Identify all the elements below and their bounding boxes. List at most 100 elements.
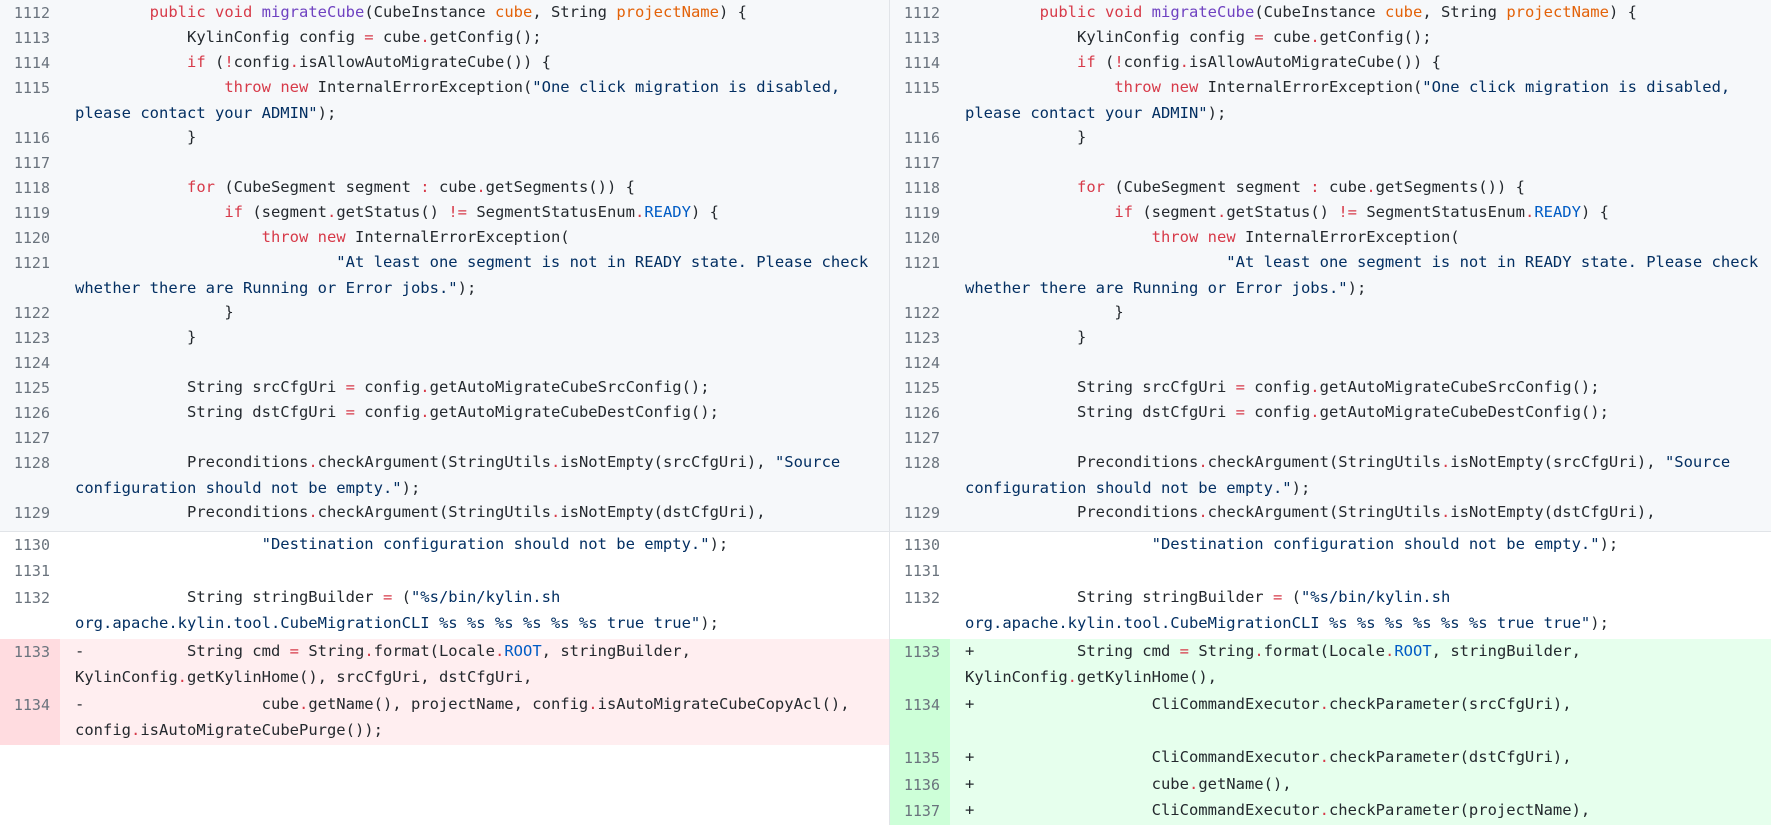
code-content: throw new InternalErrorException( (75, 225, 883, 251)
code-token: for (186, 178, 215, 196)
diff-line: 1118 for (CubeSegment segment : cube.get… (890, 175, 1771, 200)
code-token: . (1254, 642, 1264, 660)
code-token: if (186, 53, 206, 71)
code-content: Preconditions.checkArgument(StringUtils.… (965, 450, 1765, 501)
line-number[interactable]: 1114 (13, 54, 50, 72)
line-number[interactable]: 1126 (903, 404, 940, 422)
line-number[interactable]: 1115 (903, 79, 940, 97)
code-token: , stringBuilder, KylinConfig (75, 642, 701, 686)
diff-line: 1131 (890, 558, 1771, 585)
code-token: getAutoMigrateCubeDestConfig(); (429, 403, 719, 421)
code-token: for (1076, 178, 1105, 196)
diff-pane-modified: 1112 public void migrateCube(CubeInstanc… (890, 0, 1771, 825)
code-token: . (364, 642, 374, 660)
code-token: = (1235, 378, 1245, 396)
line-number[interactable]: 1121 (13, 254, 50, 272)
diff-line: 1134- cube.getName(), projectName, confi… (0, 692, 889, 745)
line-number[interactable]: 1114 (903, 54, 940, 72)
line-number[interactable]: 1117 (903, 154, 940, 172)
code-content: String dstCfgUri = config.getAutoMigrate… (965, 400, 1765, 426)
code-token: getAutoMigrateCubeDestConfig(); (1319, 403, 1609, 421)
line-number[interactable]: 1133 (0, 639, 60, 692)
line-number[interactable]: 1135 (890, 745, 950, 772)
code-token: if (1076, 53, 1096, 71)
code-token: KylinConfig config (965, 28, 1255, 46)
diff-line: 1127 (890, 425, 1771, 450)
code-token: ); (709, 535, 729, 553)
line-number[interactable]: 1124 (13, 354, 50, 372)
diff-line: 1119 if (segment.getStatus() != SegmentS… (0, 200, 889, 225)
line-number[interactable]: 1125 (13, 379, 50, 397)
line-number[interactable]: 1118 (13, 179, 50, 197)
line-number[interactable]: 1122 (903, 304, 940, 322)
code-content: String stringBuilder = ("%s/bin/kylin.sh… (75, 585, 883, 636)
line-number[interactable]: 1120 (903, 229, 940, 247)
line-number[interactable]: 1127 (13, 429, 50, 447)
line-number[interactable]: 1128 (13, 454, 50, 472)
code-token: new (1207, 228, 1236, 246)
line-number[interactable]: 1124 (903, 354, 940, 372)
line-number[interactable]: 1130 (13, 536, 50, 554)
line-number[interactable]: 1134 (890, 692, 950, 745)
code-token: String dstCfgUri (75, 403, 346, 421)
code-token: ); (1590, 613, 1609, 632)
line-number[interactable]: 1137 (890, 798, 950, 825)
line-number[interactable]: 1128 (903, 454, 940, 472)
code-token: = (1179, 642, 1189, 660)
code-token: . (1310, 378, 1320, 396)
line-number[interactable]: 1134 (0, 692, 60, 745)
line-number[interactable]: 1133 (890, 639, 950, 692)
code-token (1198, 228, 1207, 246)
code-token: = (345, 378, 355, 396)
line-number[interactable]: 1113 (903, 29, 940, 47)
code-token: config (354, 378, 421, 396)
line-number[interactable]: 1126 (13, 404, 50, 422)
line-number[interactable]: 1131 (13, 562, 50, 580)
line-number[interactable]: 1129 (13, 504, 50, 522)
line-number[interactable]: 1132 (13, 589, 50, 607)
diff-line: 1123 } (890, 325, 1771, 350)
code-token: public (149, 3, 206, 21)
line-number[interactable]: 1120 (13, 229, 50, 247)
line-number[interactable]: 1117 (13, 154, 50, 172)
line-number[interactable]: 1112 (903, 4, 940, 22)
code-token: . (550, 453, 561, 471)
line-number[interactable]: 1112 (13, 4, 50, 22)
code-token: checkParameter(srcCfgUri), (1328, 695, 1572, 713)
code-token: . (550, 503, 561, 521)
line-number[interactable]: 1116 (13, 129, 50, 147)
line-number[interactable]: 1130 (903, 536, 940, 554)
line-number[interactable]: 1121 (903, 254, 940, 272)
line-number[interactable]: 1131 (903, 562, 940, 580)
line-number[interactable]: 1116 (903, 129, 940, 147)
code-token: getName(), projectName, config (308, 695, 589, 713)
line-number[interactable]: 1119 (13, 204, 50, 222)
code-token (965, 228, 1152, 246)
line-number[interactable]: 1122 (13, 304, 50, 322)
code-content: if (segment.getStatus() != SegmentStatus… (75, 200, 883, 226)
line-number[interactable]: 1123 (13, 329, 50, 347)
code-token: (CubeSegment segment (1104, 178, 1311, 196)
line-number[interactable]: 1113 (13, 29, 50, 47)
line-number[interactable]: 1125 (903, 379, 940, 397)
line-number[interactable]: 1129 (903, 504, 940, 522)
code-token: ! (224, 53, 234, 71)
code-token: String dstCfgUri (965, 403, 1236, 421)
line-number[interactable]: 1115 (13, 79, 50, 97)
code-token: checkArgument(StringUtils (1207, 503, 1441, 521)
code-token: . (1440, 453, 1451, 471)
code-token (75, 78, 224, 96)
code-token: getConfig(); (429, 28, 542, 46)
diff-line: 1116 } (0, 125, 889, 150)
line-number[interactable]: 1118 (903, 179, 940, 197)
line-number[interactable]: 1123 (903, 329, 940, 347)
code-token: . (1067, 667, 1077, 686)
line-number[interactable]: 1119 (903, 204, 940, 222)
code-token: . (1366, 178, 1376, 196)
line-number[interactable]: 1136 (890, 772, 950, 798)
code-token: getStatus() (1226, 203, 1339, 221)
line-number[interactable]: 1127 (903, 429, 940, 447)
code-content: String srcCfgUri = config.getAutoMigrate… (965, 375, 1765, 401)
line-number[interactable]: 1132 (903, 589, 940, 607)
code-content: public void migrateCube(CubeInstance cub… (75, 0, 883, 26)
